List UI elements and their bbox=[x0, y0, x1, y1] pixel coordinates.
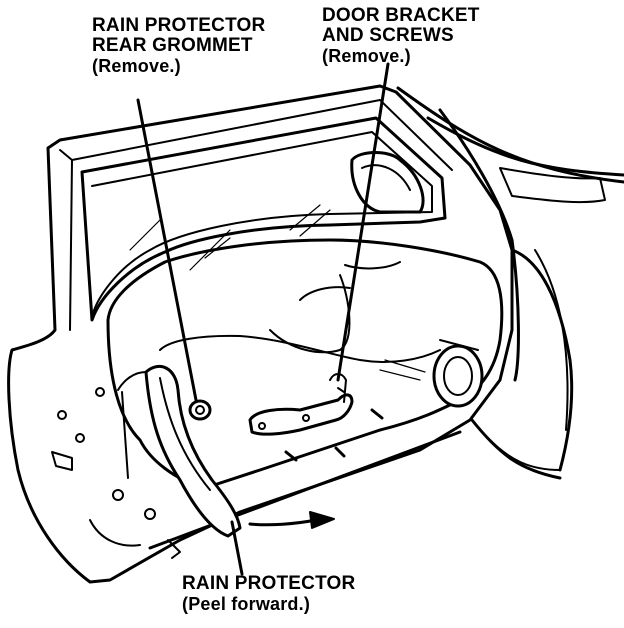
rear-grommet bbox=[188, 399, 212, 421]
peel-direction-arrow bbox=[248, 511, 335, 529]
car-body bbox=[396, 86, 624, 480]
callout-bracket-action: (Remove.) bbox=[322, 46, 411, 66]
rain-protector-sheet bbox=[117, 365, 242, 538]
callout-protector-line1: RAIN PROTECTOR bbox=[182, 573, 356, 594]
callout-protector-action: (Peel forward.) bbox=[182, 594, 311, 614]
callout-bracket-line2: AND SCREWS bbox=[322, 25, 454, 46]
callout-rain-protector: RAIN PROTECTOR (Peel forward.) bbox=[182, 573, 356, 615]
leader-lines bbox=[136, 62, 390, 576]
callout-bracket-line1: DOOR BRACKET bbox=[322, 5, 480, 26]
callout-grommet-line1: RAIN PROTECTOR bbox=[92, 15, 266, 36]
callout-rain-protector-rear-grommet: RAIN PROTECTOR REAR GROMMET (Remove.) bbox=[92, 15, 266, 77]
door-shell bbox=[7, 84, 514, 584]
door-bracket bbox=[248, 373, 384, 462]
callout-grommet-action: (Remove.) bbox=[92, 56, 181, 76]
callout-door-bracket-and-screws: DOOR BRACKET AND SCREWS (Remove.) bbox=[322, 5, 480, 67]
callout-grommet-line2: REAR GROMMET bbox=[92, 35, 253, 56]
